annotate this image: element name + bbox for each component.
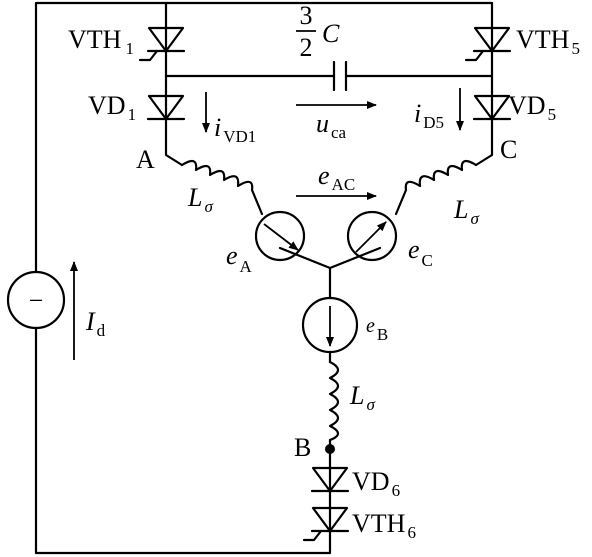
wire-b-2 <box>298 438 332 555</box>
wire-left-column <box>164 1 184 167</box>
diode-vd1 <box>146 94 186 121</box>
thyristor-vth1 <box>138 26 186 62</box>
wires <box>34 1 494 555</box>
capacitor-value: 3 2 C <box>296 1 340 62</box>
wire-left-top <box>34 1 168 274</box>
emf-source-b <box>301 296 359 354</box>
node-c-label: C <box>500 135 517 164</box>
thyristor-vth5 <box>464 26 512 62</box>
dc-source: − <box>6 270 66 330</box>
capacitor <box>332 60 348 92</box>
diode-vd5 <box>472 94 512 121</box>
diode-vd6 <box>310 466 350 493</box>
inductor-b <box>328 360 340 442</box>
thyristor-vth6 <box>302 506 350 542</box>
emf-source-c <box>346 210 398 262</box>
node-b-dot <box>325 444 335 454</box>
node-b-label: B <box>294 433 311 462</box>
inductor-c <box>394 159 478 216</box>
emf-source-a <box>254 210 306 262</box>
capacitor-numerator: 3 <box>300 1 313 30</box>
node-a-label: A <box>136 145 155 174</box>
inductor-a <box>180 159 264 216</box>
wire-right-column <box>474 1 494 167</box>
capacitor-symbol: C <box>322 19 340 48</box>
wire-left-bottom <box>34 326 302 555</box>
capacitor-denominator: 2 <box>300 33 313 62</box>
dc-source-symbol: − <box>29 286 44 315</box>
